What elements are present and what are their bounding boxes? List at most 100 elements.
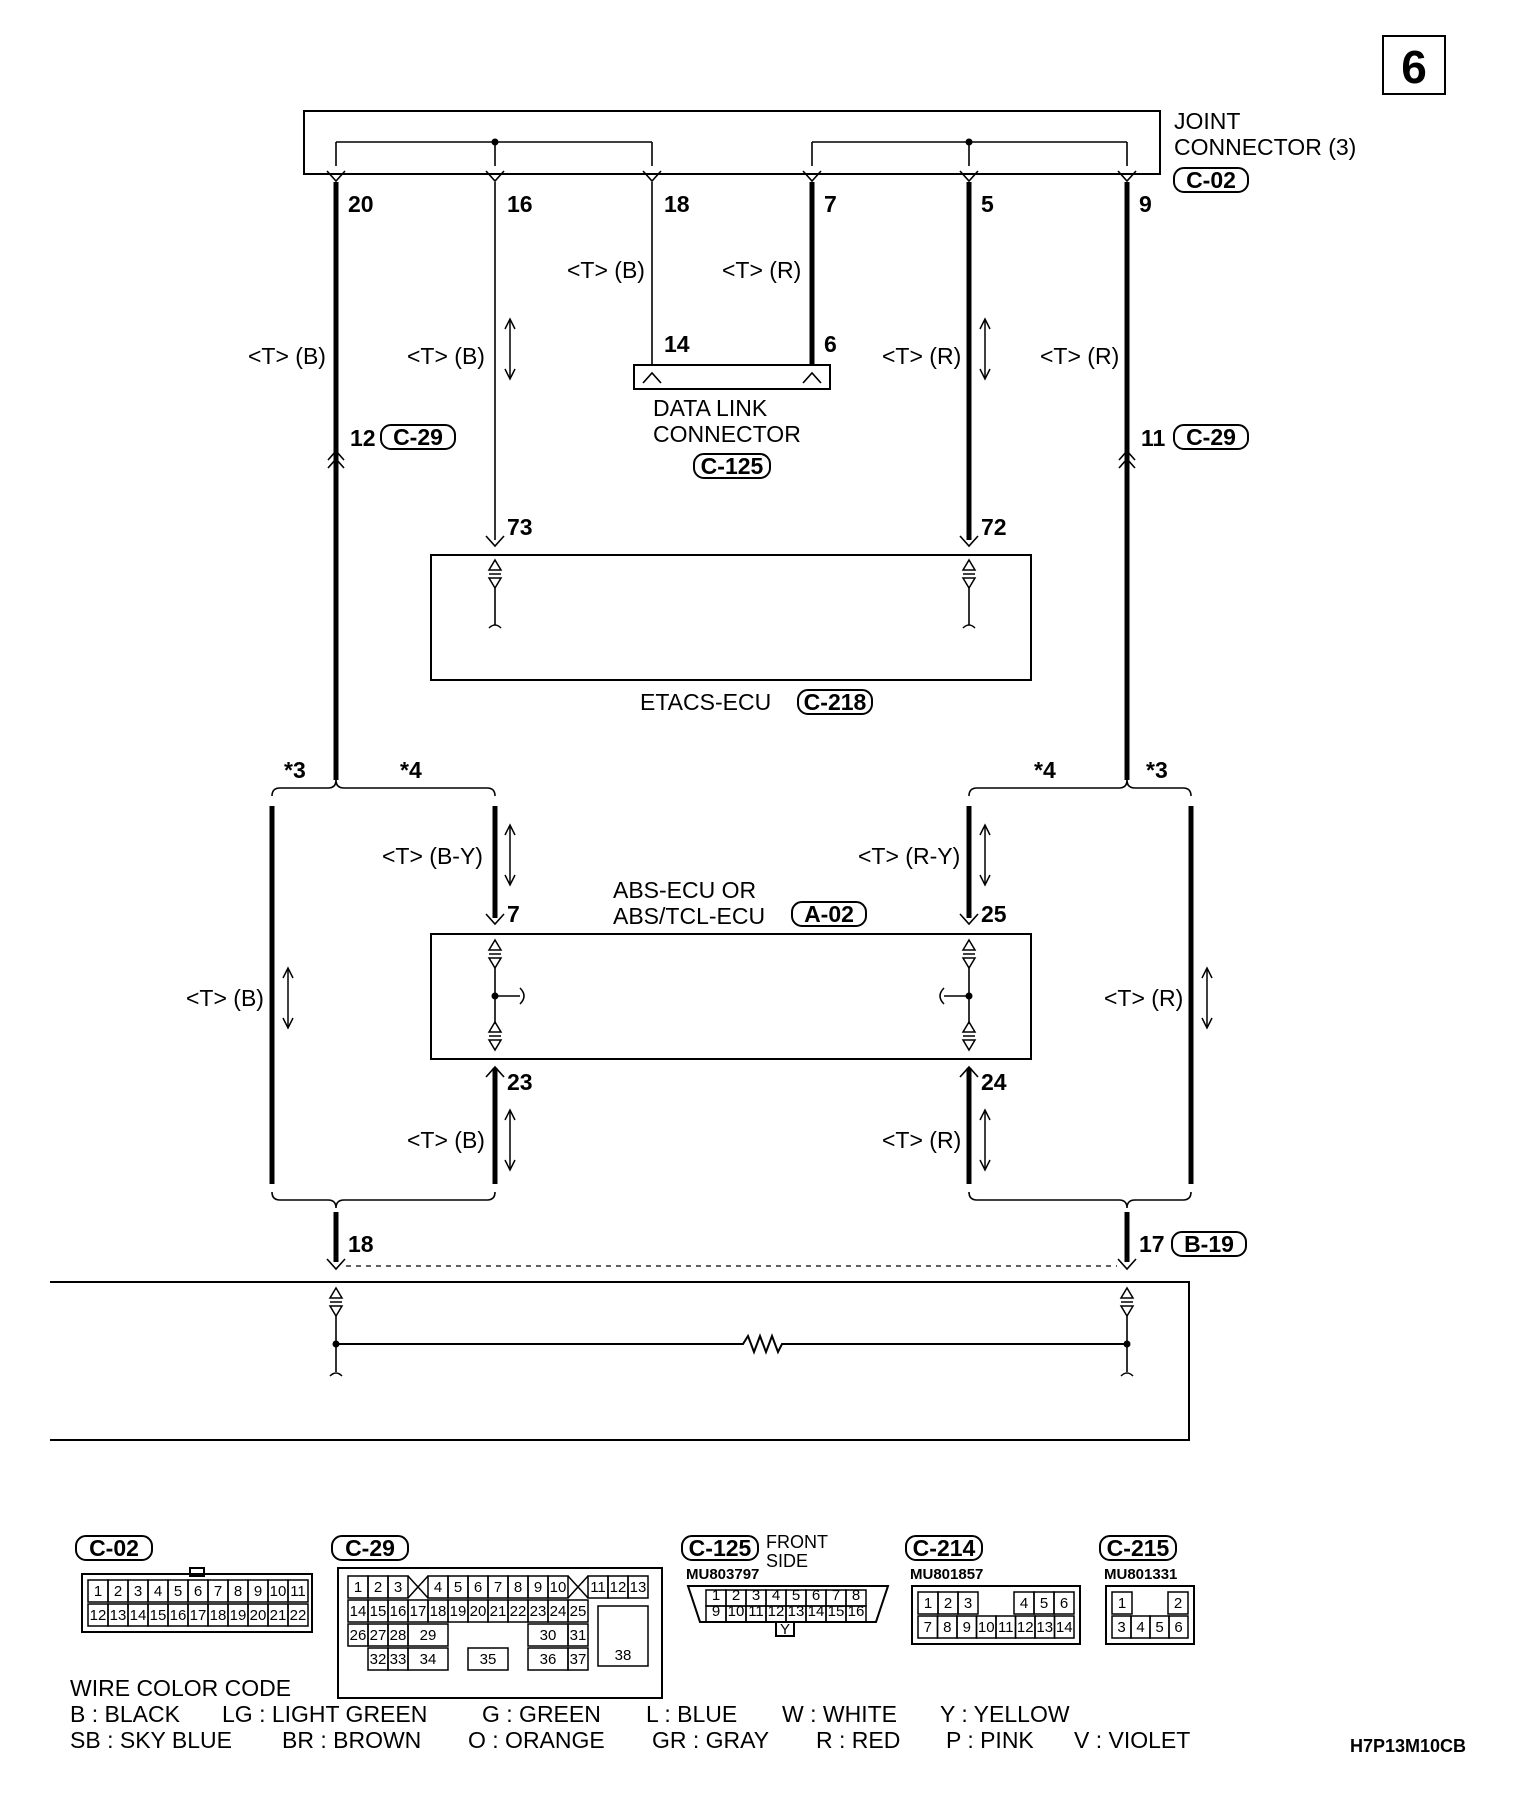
pin-cell [1168,1615,1189,1639]
pin-label: 7 [832,1587,840,1604]
b19-tag: B-19 [1184,1231,1234,1257]
pin-label: 35 [480,1651,497,1668]
wire-label-pin9: <T> (R) [1040,343,1119,369]
pin-label: 2 [1174,1595,1182,1612]
pin-label: 10 [550,1579,567,1596]
pin-label: 1 [712,1587,720,1604]
abs-label-1: ABS-ECU OR [613,877,756,903]
abs-label-2: ABS/TCL-ECU [613,903,765,929]
figure-code: H7P13M10CB [1350,1736,1466,1756]
pin-label: 38 [615,1647,632,1664]
c125-key: Y [780,1621,790,1638]
jc-pin-9: 9 [1139,191,1152,217]
abs-pin-25: 25 [981,901,1007,927]
c214-face-tag: C-214 [913,1535,976,1561]
pin-label: 15 [150,1607,167,1624]
pin-label: 14 [1056,1619,1073,1636]
pin-label: 11 [748,1603,764,1620]
wire-label-ry: <T> (R-Y) [858,843,960,869]
dlc-pin-6: 6 [824,331,837,357]
pin-label: 10 [728,1603,745,1620]
joint-connector-tag: C-02 [1186,167,1236,193]
pin-label: 37 [570,1651,587,1668]
pin-label: 34 [420,1651,437,1668]
abs-pin-24: 24 [981,1069,1007,1095]
color-code-y: Y : YELLOW [940,1701,1070,1727]
color-code-g: G : GREEN [482,1701,601,1727]
data-link-connector: 14 6 DATA LINK CONNECTOR C-125 [633,331,837,479]
pin-label: 11 [590,1579,606,1596]
color-code-br: BR : BROWN [282,1727,421,1753]
abs-ecu: ABS-ECU OR ABS/TCL-ECU A-02 7 25 23 24 [430,877,1032,1095]
wire-label-abs-left: <T> (B) [186,985,264,1011]
etacs-ecu: 73 72 ETACS-ECU C-218 [430,514,1032,715]
wire-label-pin16: <T> (B) [407,343,485,369]
wire-label-pin23: <T> (B) [407,1127,485,1153]
pin-label: 8 [514,1579,522,1596]
pin-label: 6 [1174,1619,1182,1636]
joint-connector-label-2: CONNECTOR (3) [1174,134,1356,160]
pin-label: 18 [430,1603,447,1620]
wire-label-pin18: <T> (B) [567,257,645,283]
color-code-sb: SB : SKY BLUE [70,1727,232,1753]
pin-label: 14 [130,1607,147,1624]
pin-label: 36 [540,1651,557,1668]
pin-label: 4 [154,1583,162,1600]
pin-label: 16 [170,1607,187,1624]
wire-label-by: <T> (B-Y) [382,843,483,869]
pin-label: 25 [570,1603,587,1620]
pin-label: 24 [550,1603,567,1620]
pin-cell [597,1605,649,1667]
c125-face-tag: C-125 [689,1535,752,1561]
variant-mark-right-3: *3 [1146,757,1168,783]
pin-label: 23 [530,1603,547,1620]
b19-pin-18: 18 [348,1231,374,1257]
abs-tag: A-02 [804,901,854,927]
pin-label: 1 [354,1579,362,1596]
pin-label: 16 [390,1603,407,1620]
c29-left-tag: C-29 [393,424,443,450]
page-number: 6 [1401,41,1427,93]
dlc-tag: C-125 [701,453,764,479]
pin-cell [957,1591,979,1615]
abs-pin-7: 7 [507,901,520,927]
variant-mark-right-4: *4 [1034,757,1056,783]
variant-mark-left-4: *4 [400,757,422,783]
pin-label: 22 [510,1603,527,1620]
blank-cavity-mark [567,1575,589,1599]
abs-pin-23: 23 [507,1069,533,1095]
pin-label: 6 [474,1579,482,1596]
pin-label: 6 [1060,1595,1068,1612]
pin-label: 29 [420,1627,437,1644]
wire-color-code: WIRE COLOR CODE B : BLACK LG : LIGHT GRE… [70,1675,1190,1753]
pin-label: 12 [1017,1619,1034,1636]
pin-label: 4 [434,1579,442,1596]
color-code-o: O : ORANGE [468,1727,605,1753]
pin-label: 12 [610,1579,627,1596]
wire-label-abs-right: <T> (R) [1104,985,1183,1011]
pin-label: 20 [250,1607,267,1624]
pin-label: 2 [114,1583,122,1600]
etacs-pin-72: 72 [981,514,1007,540]
jc-pin-7: 7 [824,191,837,217]
c214-part: MU801857 [910,1566,983,1583]
color-code-l: L : BLUE [646,1701,737,1727]
pin-cell [1167,1591,1189,1615]
pin-label: 28 [390,1627,407,1644]
c29-left-pin: 12 [350,425,376,451]
pin-label: 3 [134,1583,142,1600]
pin-label: 32 [370,1651,387,1668]
pin-label: 14 [808,1603,825,1620]
c215-face-tag: C-215 [1107,1535,1170,1561]
pin-cell [1053,1591,1075,1615]
pin-cell [387,1575,409,1599]
pin-label: 16 [848,1603,865,1620]
pin-label: 9 [254,1583,262,1600]
pin-label: 5 [1155,1619,1163,1636]
pin-label: 1 [94,1583,102,1600]
pin-label: 19 [450,1603,467,1620]
jc-pin-18: 18 [664,191,690,217]
